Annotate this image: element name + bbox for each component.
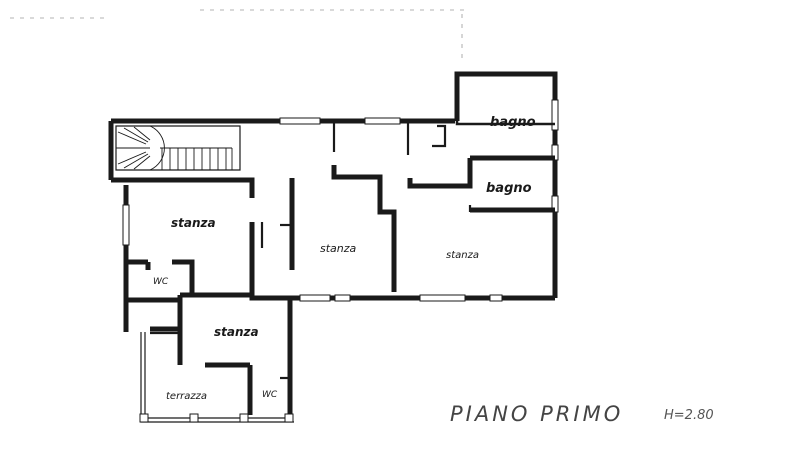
- room-labels: bagno bagno stanza stanza stanza stanza …: [153, 115, 536, 402]
- room-label-stanza-left: stanza: [171, 216, 216, 230]
- stair-treads: [161, 148, 233, 170]
- height-note: H=2.80: [664, 408, 714, 423]
- terrazza-outline: [139, 332, 294, 423]
- room-label-bagno-mid: bagno: [486, 181, 532, 196]
- interior-walls: [123, 121, 555, 415]
- room-label-stanza-right: stanza: [446, 250, 479, 261]
- room-label-stanza-center: stanza: [320, 242, 357, 255]
- room-label-stanza-lower: stanza: [214, 325, 259, 339]
- staircase: [115, 125, 241, 171]
- room-label-wc-left: WC: [153, 277, 169, 287]
- room-label-terrazza: terrazza: [166, 391, 207, 402]
- room-label-bagno-top: bagno: [490, 115, 536, 130]
- plan-title: PIANO PRIMO: [450, 402, 623, 426]
- scan-marks: [10, 9, 470, 60]
- windows: [122, 99, 559, 302]
- room-label-wc-lower: WC: [262, 390, 278, 400]
